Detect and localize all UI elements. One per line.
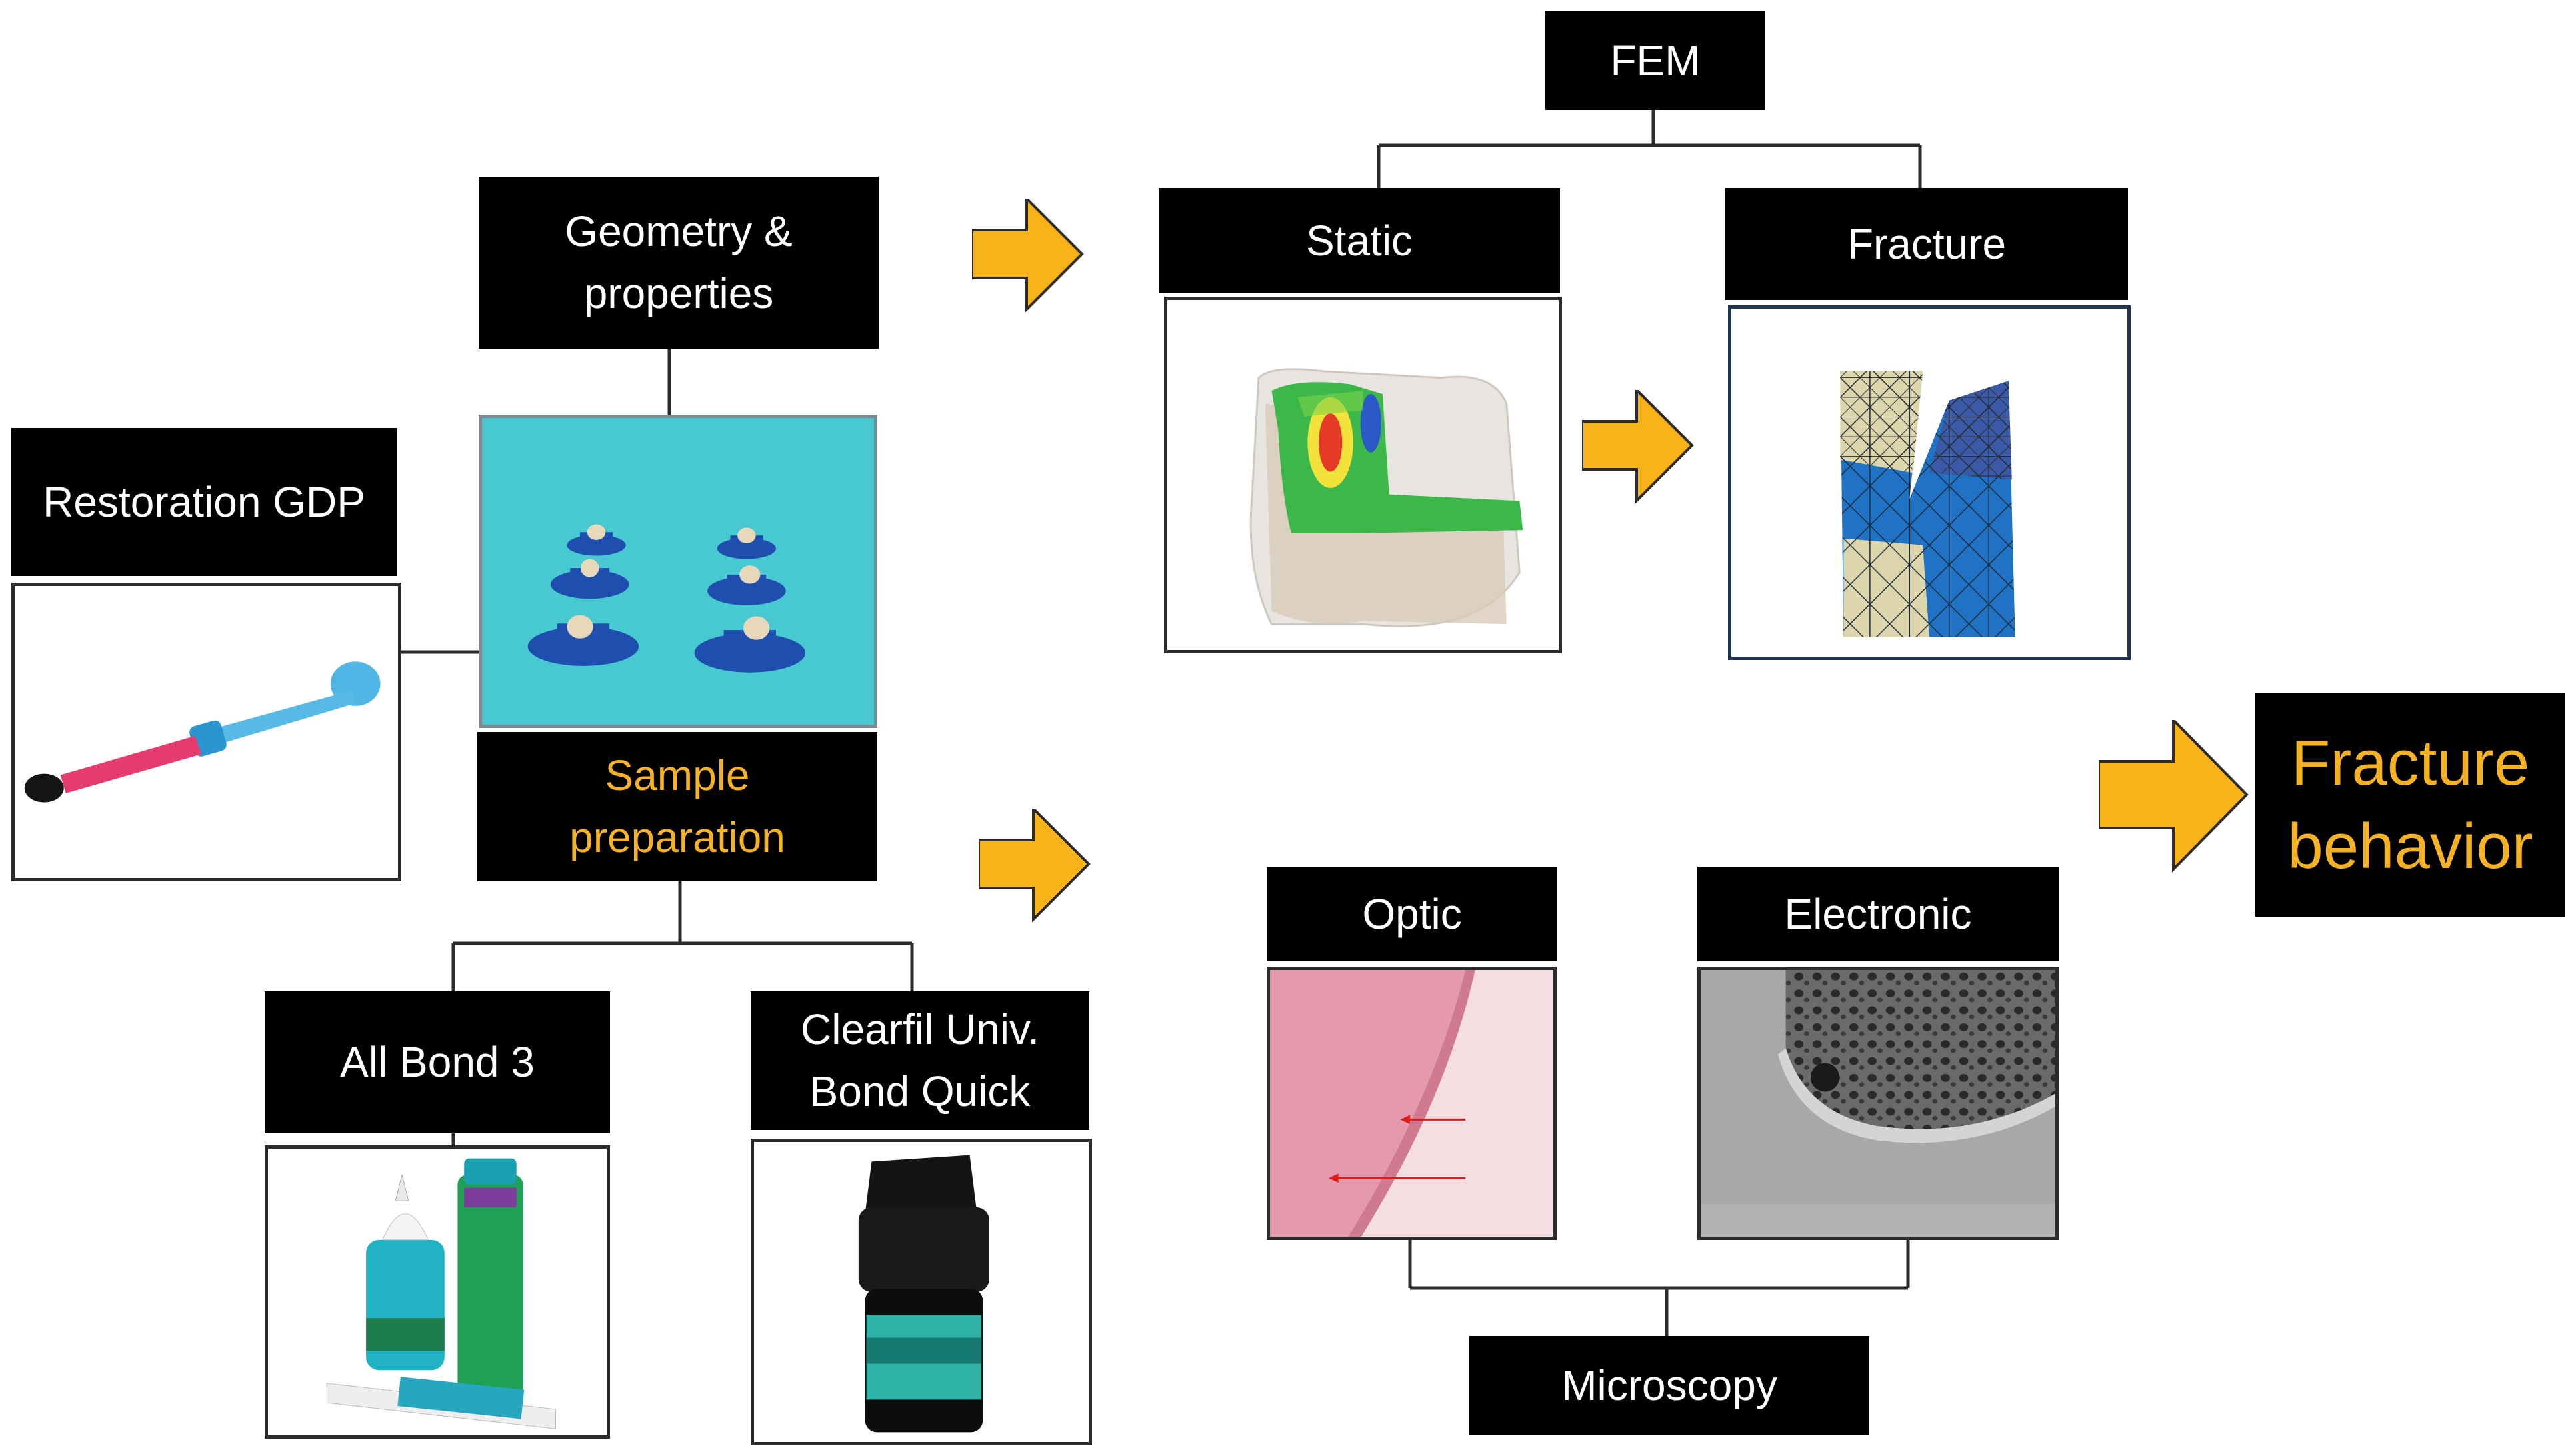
fem-label: FEM bbox=[1545, 11, 1765, 110]
microscopy-label: Microscopy bbox=[1469, 1336, 1869, 1435]
fracture-behavior-label: Fracture behavior bbox=[2255, 693, 2565, 917]
clearfil-label: Clearfil Univ. Bond Quick bbox=[751, 991, 1089, 1130]
all-bond-label: All Bond 3 bbox=[265, 991, 610, 1133]
static-label: Static bbox=[1159, 188, 1560, 293]
optic-microscopy-image bbox=[1267, 967, 1557, 1240]
static-fem-image bbox=[1164, 297, 1562, 653]
right-arrow-icon bbox=[1582, 390, 1694, 503]
electronic-label: Electronic bbox=[1697, 867, 2059, 961]
right-arrow-icon bbox=[2099, 720, 2249, 873]
restoration-syringe-image bbox=[11, 583, 401, 881]
right-arrow-icon bbox=[979, 809, 1091, 922]
geometry-properties-label: Geometry & properties bbox=[479, 177, 879, 349]
all-bond-product-image bbox=[265, 1145, 610, 1439]
samples-photo bbox=[479, 415, 877, 728]
connector-microscopy bbox=[1408, 1240, 1910, 1336]
fracture-fem-image bbox=[1728, 305, 2131, 660]
optic-label: Optic bbox=[1267, 867, 1557, 961]
right-arrow-icon bbox=[972, 199, 1084, 312]
clearfil-product-image bbox=[751, 1139, 1092, 1445]
connector-sample bbox=[451, 881, 914, 991]
sample-preparation-label: Sample preparation bbox=[477, 732, 877, 881]
connector-fem bbox=[1377, 110, 1922, 188]
electronic-microscopy-image bbox=[1697, 967, 2059, 1240]
restoration-gdp-label: Restoration GDP bbox=[11, 428, 397, 576]
fracture-label: Fracture bbox=[1725, 188, 2128, 300]
